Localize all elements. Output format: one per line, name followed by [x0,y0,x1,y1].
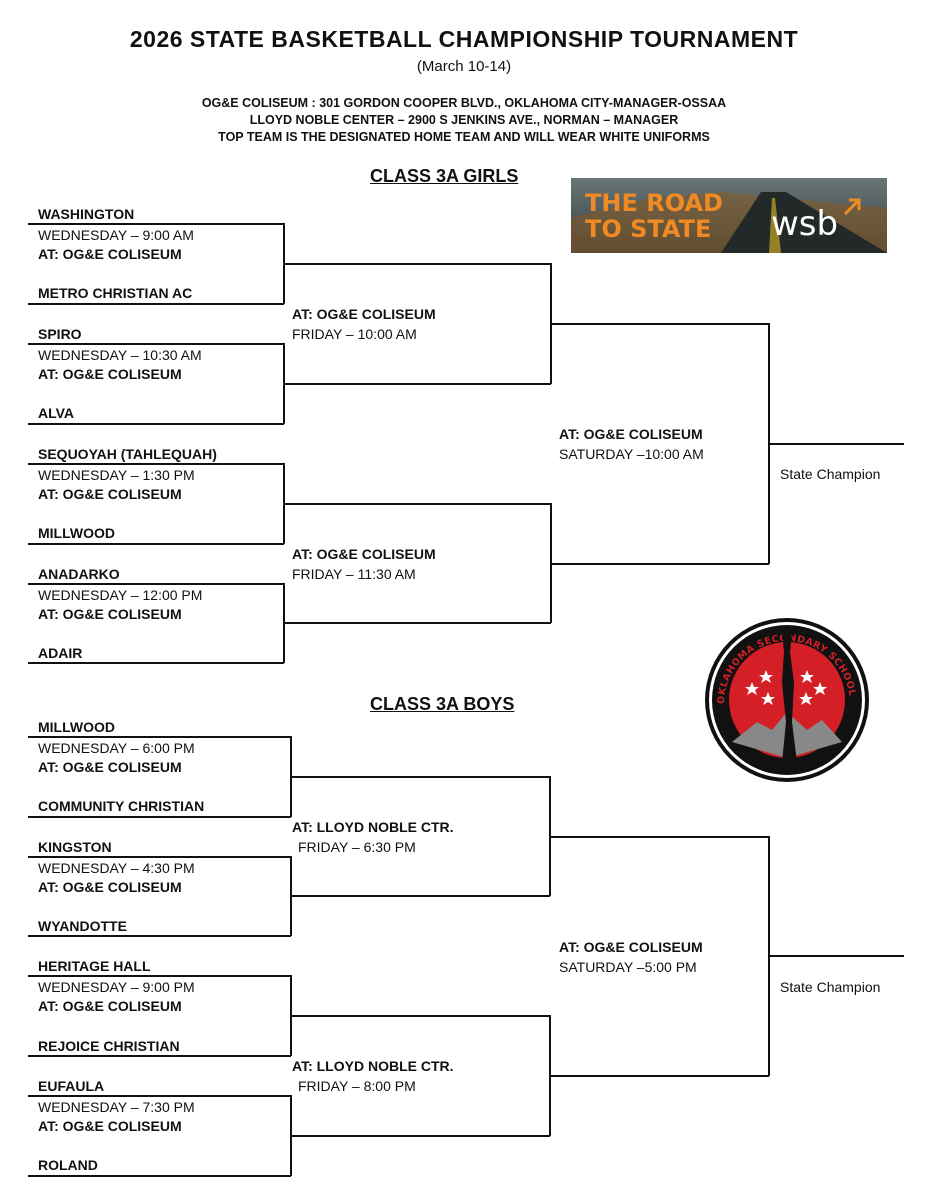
girls-game1-time: WEDNESDAY – 9:00 AM [38,227,194,243]
girls-final-top-line [550,323,769,325]
boys-g1-top-line [28,736,291,738]
boys-g2-top-line [28,856,291,858]
boys-game2-bottom-team: WYANDOTTE [38,918,127,934]
boys-g4-top-line [28,1095,291,1097]
boys-game3-bottom-team: REJOICE CHRISTIAN [38,1038,180,1054]
girls-g3-bottom-line [28,543,284,545]
girls-champion-label: State Champion [780,466,881,482]
girls-semi1-time: FRIDAY – 10:00 AM [292,326,417,342]
boys-g4-bottom-line [28,1175,291,1177]
road-to-state-banner: THE ROAD TO STATE wsb [571,178,887,253]
girls-game4-time: WEDNESDAY – 12:00 PM [38,587,203,603]
girls-game2-venue: AT: OG&E COLISEUM [38,366,182,382]
girls-g2-top-line [28,343,284,345]
girls-g1-bottom-line [28,303,284,305]
boys-game1-bottom-team: COMMUNITY CHRISTIAN [38,798,205,814]
boys-semi1-time: FRIDAY – 6:30 PM [298,839,416,855]
girls-game2-bottom-team: ALVA [38,405,75,421]
girls-final-bottom-line [550,563,769,565]
boys-game3-time: WEDNESDAY – 9:00 PM [38,979,195,995]
girls-game3-top-team: SEQUOYAH (TAHLEQUAH) [38,446,217,462]
girls-game1-top-team: WASHINGTON [38,206,135,222]
girls-game2-top-team: SPIRO [38,326,82,342]
boys-final-venue: AT: OG&E COLISEUM [559,939,703,955]
boys-game3-venue: AT: OG&E COLISEUM [38,998,182,1014]
boys-game2-top-team: KINGSTON [38,839,112,855]
boys-game3-top-team: HERITAGE HALL [38,958,151,974]
boys-final-bottom-line [549,1075,769,1077]
boys-g2-bottom-line [28,935,291,937]
girls-semi2-top-line [283,503,551,505]
boys-class-heading: CLASS 3A BOYS [370,694,515,714]
ossaa-seal-icon: OKLAHOMA SECONDARY SCHOOL ACTIVITIES ASS… [698,604,869,782]
boys-g3-top-line [28,975,291,977]
boys-semi2-top-line [290,1015,550,1017]
girls-game3-bottom-team: MILLWOOD [38,525,115,541]
girls-g1-top-line [28,223,284,225]
girls-champion-line [768,443,904,445]
boys-semi2-time: FRIDAY – 8:00 PM [298,1078,416,1094]
girls-g3-top-line [28,463,284,465]
boys-game2-venue: AT: OG&E COLISEUM [38,879,182,895]
banner-text-line2: TO STATE [585,215,712,243]
ossaa-seal: OKLAHOMA SECONDARY SCHOOL ACTIVITIES ASS… [698,604,872,782]
girls-semi1-bottom-line [283,383,551,385]
boys-game4-venue: AT: OG&E COLISEUM [38,1118,182,1134]
boys-semi2-bottom-line [290,1135,550,1137]
girls-game3-venue: AT: OG&E COLISEUM [38,486,182,502]
girls-class-heading: CLASS 3A GIRLS [370,166,519,186]
boys-game2-time: WEDNESDAY – 4:30 PM [38,860,195,876]
info-line-lloyd-noble: LLOYD NOBLE CENTER – 2900 S JENKINS AVE.… [249,113,679,127]
tournament-dates: (March 10-14) [416,58,512,75]
girls-game1-venue: AT: OG&E COLISEUM [38,246,182,262]
info-line-coliseum: OG&E COLISEUM : 301 GORDON COOPER BLVD.,… [201,96,727,110]
boys-semi2-venue: AT: LLOYD NOBLE CTR. [292,1058,454,1074]
boys-game4-time: WEDNESDAY – 7:30 PM [38,1099,195,1115]
page-title: 2026 STATE BASKETBALL CHAMPIONSHIP TOURN… [129,26,799,52]
girls-game2-time: WEDNESDAY – 10:30 AM [38,347,202,363]
girls-game4-venue: AT: OG&E COLISEUM [38,606,182,622]
boys-game4-top-team: EUFAULA [38,1078,105,1094]
girls-semi2-bottom-line [283,622,551,624]
girls-g4-bottom-line [28,662,284,664]
boys-champion-line [768,955,904,957]
boys-game4-bottom-team: ROLAND [38,1157,98,1173]
boys-game1-venue: AT: OG&E COLISEUM [38,759,182,775]
boys-champion-label: State Champion [780,979,881,995]
girls-semi1-venue: AT: OG&E COLISEUM [292,306,436,322]
info-line-home-team: TOP TEAM IS THE DESIGNATED HOME TEAM AND… [218,130,710,144]
girls-semi1-top-line [283,263,551,265]
boys-final-top-line [549,836,769,838]
wsb-arrow-icon [843,198,861,216]
girls-g4-top-line [28,583,284,585]
girls-game3-time: WEDNESDAY – 1:30 PM [38,467,195,483]
girls-game4-top-team: ANADARKO [38,566,120,582]
banner-text-line1: THE ROAD [585,189,723,217]
girls-semi2-time: FRIDAY – 11:30 AM [292,566,416,582]
boys-g1-bottom-line [28,816,291,818]
boys-semi1-bottom-line [290,895,550,897]
boys-semi1-top-line [290,776,550,778]
girls-g2-bottom-line [28,423,284,425]
girls-final-time: SATURDAY –10:00 AM [559,446,704,462]
girls-semi2-venue: AT: OG&E COLISEUM [292,546,436,562]
boys-semi1-venue: AT: LLOYD NOBLE CTR. [292,819,454,835]
boys-g3-bottom-line [28,1055,291,1057]
boys-final-time: SATURDAY –5:00 PM [559,959,697,975]
boys-game1-top-team: MILLWOOD [38,719,115,735]
wsb-logo: wsb [771,204,839,244]
girls-final-venue: AT: OG&E COLISEUM [559,426,703,442]
banner-text: THE ROAD TO STATE [585,190,723,242]
boys-game1-time: WEDNESDAY – 6:00 PM [38,740,195,756]
girls-game1-bottom-team: METRO CHRISTIAN AC [38,285,193,301]
girls-game4-bottom-team: ADAIR [38,645,83,661]
road-banner-image [571,178,887,253]
